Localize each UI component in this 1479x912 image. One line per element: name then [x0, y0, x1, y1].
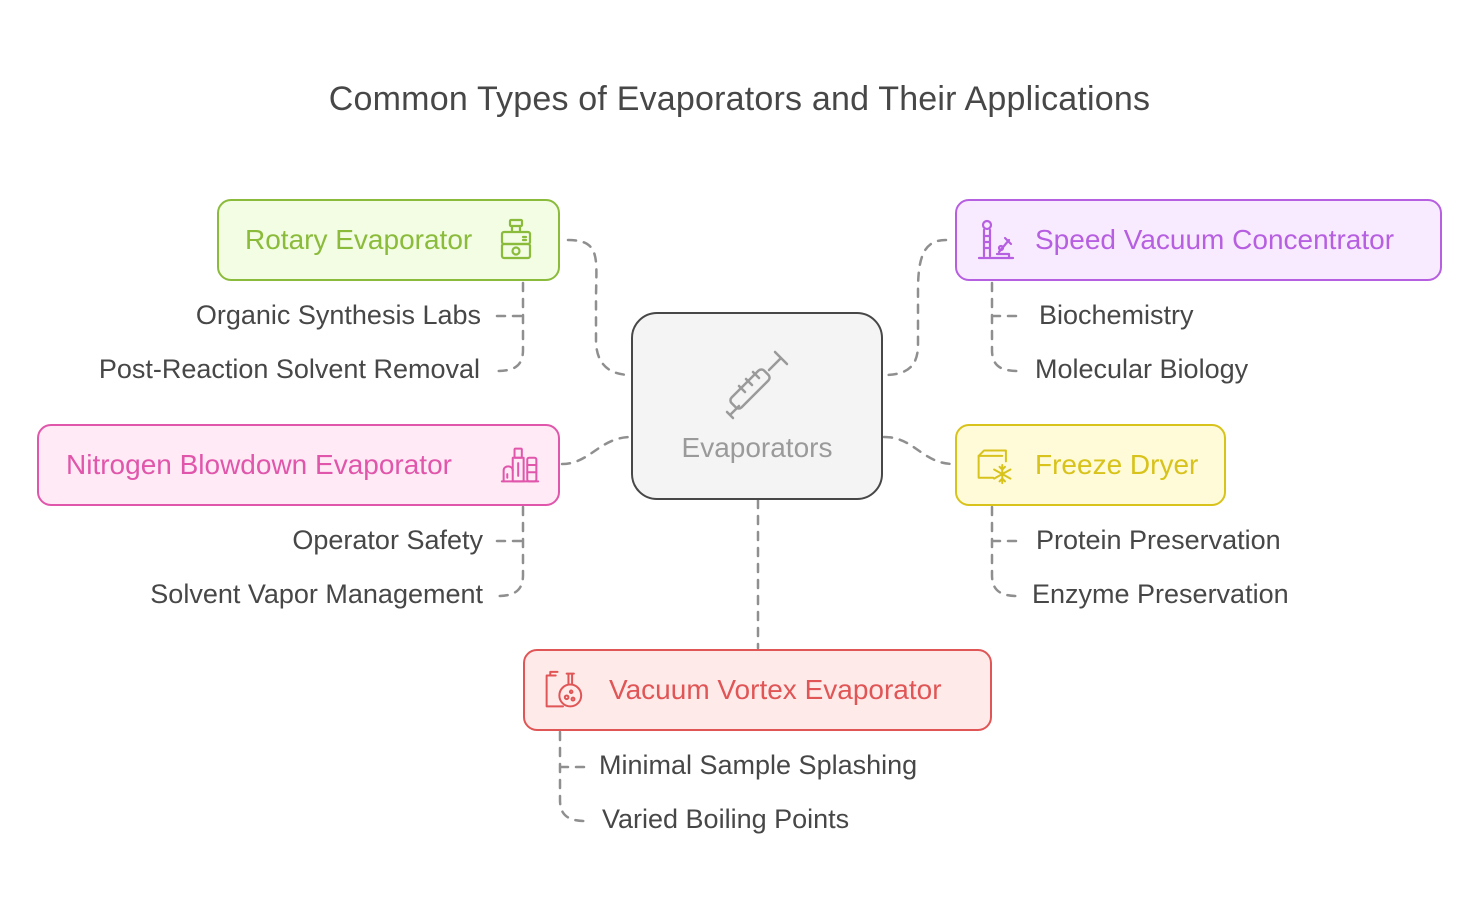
freeze-dryer-label: Freeze Dryer — [1035, 449, 1199, 480]
speed-vacuum-concentrator-label: Speed Vacuum Concentrator — [1035, 224, 1395, 255]
center-label: Evaporators — [681, 432, 833, 463]
vacuum-vortex-evaporator-node[interactable]: Vacuum Vortex Evaporator — [523, 649, 992, 731]
leaf-post-reaction-solvent-removal: Post-Reaction Solvent Removal — [98, 354, 480, 384]
leaf-minimal-sample-splashing: Minimal Sample Splashing — [599, 750, 918, 780]
connector-nitrogen — [560, 435, 633, 466]
industrial-plant-icon — [500, 447, 540, 483]
connector-nitrogen-items — [495, 505, 525, 598]
center-node[interactable]: Evaporators — [631, 312, 883, 500]
leaf-molecular-biology: Molecular Biology — [1035, 354, 1249, 384]
nitrogen-blowdown-evaporator-node[interactable]: Nitrogen Blowdown Evaporator — [37, 424, 560, 506]
rotary-evaporator-node[interactable]: Rotary Evaporator — [217, 199, 560, 281]
rotary-evaporator-icon — [500, 218, 532, 260]
leaf-solvent-vapor-management: Solvent Vapor Management — [150, 579, 483, 609]
connector-freeze-items — [990, 505, 1020, 598]
connector-speedvac-items — [990, 281, 1020, 373]
vacuum-vortex-evaporator-label: Vacuum Vortex Evaporator — [609, 674, 942, 705]
connector-rotary — [566, 238, 633, 377]
lab-equipment-icon — [977, 219, 1015, 260]
nitrogen-blowdown-evaporator-label: Nitrogen Blowdown Evaporator — [66, 449, 452, 480]
leaf-biochemistry: Biochemistry — [1039, 300, 1194, 330]
freeze-dryer-node[interactable]: Freeze Dryer — [955, 424, 1226, 506]
leaf-protein-preservation: Protein Preservation — [1036, 525, 1281, 555]
freezer-snowflake-icon — [977, 449, 1012, 485]
connector-freeze — [882, 435, 956, 466]
leaf-operator-safety: Operator Safety — [292, 525, 483, 555]
connector-rotary-items — [495, 281, 525, 373]
rotary-evaporator-label: Rotary Evaporator — [245, 224, 473, 255]
syringe-icon — [725, 350, 789, 420]
leaf-varied-boiling-points: Varied Boiling Points — [602, 804, 850, 834]
speed-vacuum-concentrator-node[interactable]: Speed Vacuum Concentrator — [955, 199, 1442, 281]
connector-speedvac — [882, 238, 948, 377]
leaf-enzyme-preservation: Enzyme Preservation — [1032, 579, 1289, 609]
connector-vortex-items — [558, 730, 588, 823]
flask-clipboard-icon — [545, 670, 583, 708]
leaf-organic-synthesis-labs: Organic Synthesis Labs — [195, 300, 481, 330]
diagram-title: Common Types of Evaporators and Their Ap… — [328, 80, 1151, 118]
